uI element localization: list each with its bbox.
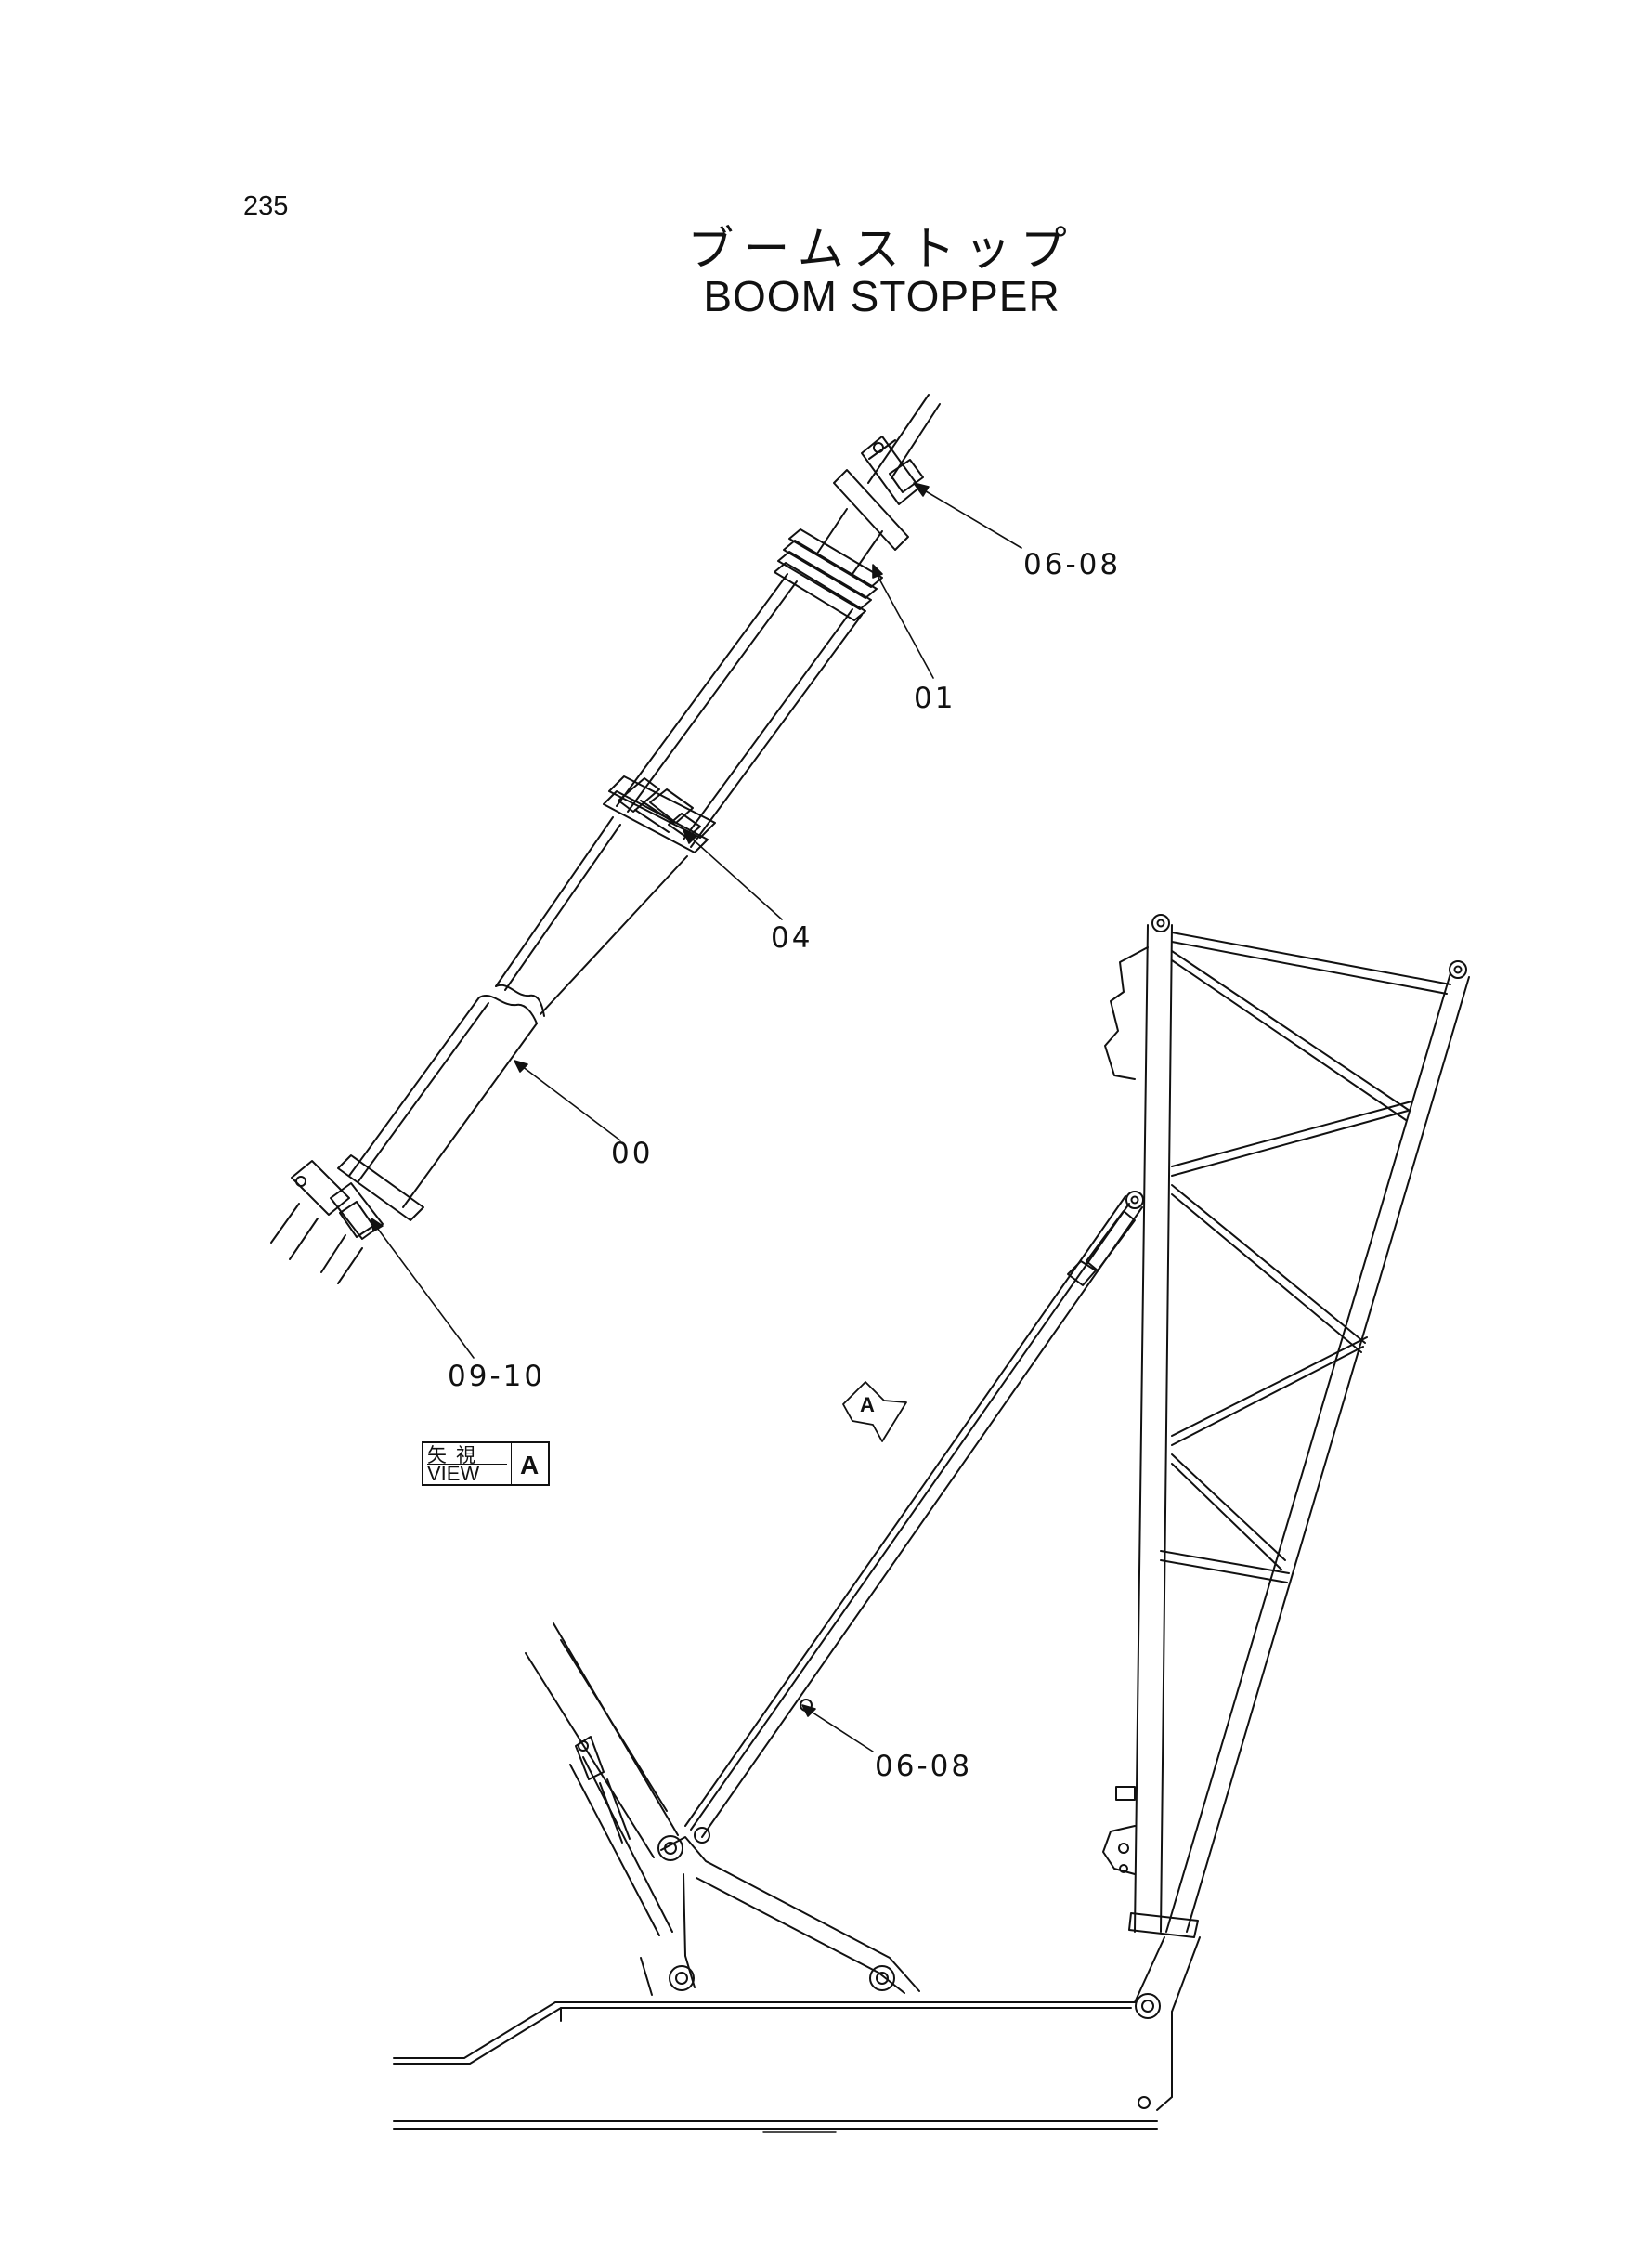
- view-divider: [511, 1443, 512, 1484]
- lattice-boom: [1102, 914, 1470, 1938]
- view-underline: [427, 1464, 507, 1465]
- view-word: VIEW: [427, 1462, 480, 1485]
- callout-01: 01: [914, 682, 956, 715]
- leader-lines: [371, 482, 1022, 1752]
- callout-06-08-bottom: 06-08: [875, 1750, 973, 1783]
- view-letter: A: [520, 1451, 540, 1479]
- callout-06-08-top: 06-08: [1023, 548, 1122, 581]
- callout-09-10: 09-10: [448, 1360, 546, 1393]
- stopper-assembly-detail: [270, 394, 941, 1284]
- view-arrow-letter: A: [860, 1393, 875, 1416]
- view-kanji: 矢視: [427, 1444, 485, 1466]
- view-a-arrow: [842, 1381, 907, 1442]
- callout-00: 00: [611, 1137, 654, 1170]
- view-a-label-box: 矢視 VIEW A: [422, 1441, 550, 1486]
- title-english: BOOM STOPPER: [703, 272, 1060, 320]
- callout-04: 04: [771, 921, 813, 955]
- base-frame: [393, 1936, 1201, 2133]
- page-number: 235: [243, 191, 289, 221]
- mast-linkage: [525, 1622, 920, 1996]
- installed-boom-stopper: [684, 1191, 1144, 1838]
- title-japanese: ブームストップ: [687, 222, 1076, 276]
